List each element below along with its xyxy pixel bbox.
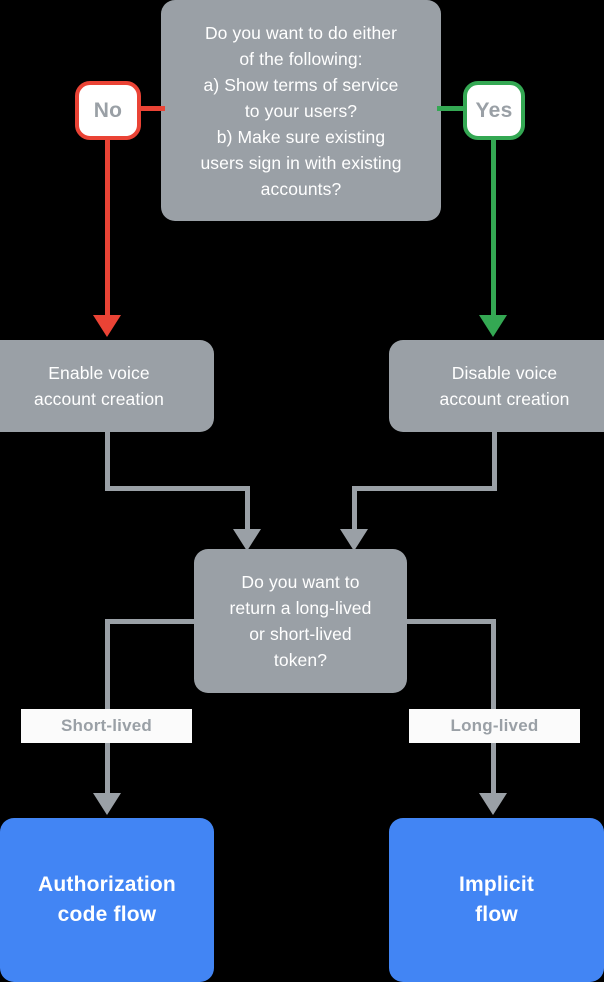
decision-one-line-4: to your users? xyxy=(244,100,358,121)
node-enable-voice-text: Enable voice account creation xyxy=(34,360,164,412)
node-decision-two-text: Do you want to return a long-lived or sh… xyxy=(230,569,372,673)
node-decision-two[interactable]: Do you want to return a long-lived or sh… xyxy=(194,549,407,693)
edge-disable-to-decision-two-horiz xyxy=(352,486,497,491)
node-implicit-flow-text: Implicit flow xyxy=(459,870,534,930)
edge-label-short-lived-text: Short-lived xyxy=(61,716,152,735)
implicit-flow-line-2: flow xyxy=(475,903,518,926)
node-authorization-code-flow[interactable]: Authorization code flow xyxy=(0,818,214,982)
decision-two-line-4: token? xyxy=(273,650,328,670)
edge-label-long-lived-text: Long-lived xyxy=(450,716,539,735)
edge-decision-two-to-implicit-arrowhead xyxy=(479,793,507,815)
edge-disable-to-decision-two-vert1 xyxy=(492,432,497,490)
edge-yes-to-disable-shaft xyxy=(491,135,496,315)
badge-yes-label: Yes xyxy=(475,98,513,122)
badge-no-label: No xyxy=(93,98,123,122)
decision-one-line-5: b) Make sure existing xyxy=(216,126,386,147)
badge-yes[interactable]: Yes xyxy=(463,81,525,140)
edge-enable-to-decision-two-horiz xyxy=(105,486,250,491)
node-authorization-code-flow-text: Authorization code flow xyxy=(38,870,176,930)
node-enable-voice[interactable]: Enable voice account creation xyxy=(0,340,214,432)
node-implicit-flow[interactable]: Implicit flow xyxy=(389,818,604,982)
node-decision-one-text: Do you want to do either of the followin… xyxy=(200,20,401,202)
edge-decision-two-to-auth-arrowhead xyxy=(93,793,121,815)
edge-yes-to-disable-arrowhead xyxy=(479,315,507,337)
decision-one-line-7: accounts? xyxy=(260,178,342,199)
decision-one-line-6: users sign in with existing xyxy=(200,152,402,173)
node-disable-voice-text: Disable voice account creation xyxy=(439,360,569,412)
decision-one-line-3: a) Show terms of service xyxy=(203,74,399,95)
edge-label-long-lived: Long-lived xyxy=(409,709,580,743)
edge-decision-one-to-no xyxy=(137,106,165,111)
edge-disable-to-decision-two-vert2 xyxy=(352,486,357,532)
edge-enable-to-decision-two-arrowhead xyxy=(233,529,261,551)
disable-voice-line-2: account creation xyxy=(439,389,570,409)
enable-voice-line-1: Enable voice xyxy=(48,363,150,383)
implicit-flow-line-1: Implicit xyxy=(458,873,535,896)
auth-code-flow-line-2: code flow xyxy=(57,903,157,926)
decision-two-line-3: or short-lived xyxy=(249,624,352,644)
decision-one-line-2: of the following: xyxy=(239,48,363,69)
decision-two-line-2: return a long-lived xyxy=(229,598,372,618)
decision-two-line-1: Do you want to xyxy=(241,572,360,592)
node-decision-one[interactable]: Do you want to do either of the followin… xyxy=(161,0,441,221)
edge-decision-two-to-implicit-horiz xyxy=(404,619,496,624)
edge-disable-to-decision-two-arrowhead xyxy=(340,529,368,551)
badge-no[interactable]: No xyxy=(75,81,141,140)
edge-decision-two-to-auth-vert xyxy=(105,619,110,796)
edge-enable-to-decision-two-vert2 xyxy=(245,486,250,532)
edge-no-to-enable-shaft xyxy=(105,135,110,315)
edge-no-to-enable-arrowhead xyxy=(93,315,121,337)
node-disable-voice[interactable]: Disable voice account creation xyxy=(389,340,604,432)
edge-decision-one-to-yes xyxy=(437,106,465,111)
decision-one-line-1: Do you want to do either xyxy=(204,22,398,43)
edge-decision-two-to-implicit-vert xyxy=(491,619,496,796)
edge-enable-to-decision-two-vert1 xyxy=(105,432,110,490)
edge-decision-two-to-auth-horiz xyxy=(105,619,197,624)
auth-code-flow-line-1: Authorization xyxy=(38,873,176,896)
edge-label-short-lived: Short-lived xyxy=(21,709,192,743)
disable-voice-line-1: Disable voice xyxy=(451,363,558,383)
enable-voice-line-2: account creation xyxy=(33,389,164,409)
